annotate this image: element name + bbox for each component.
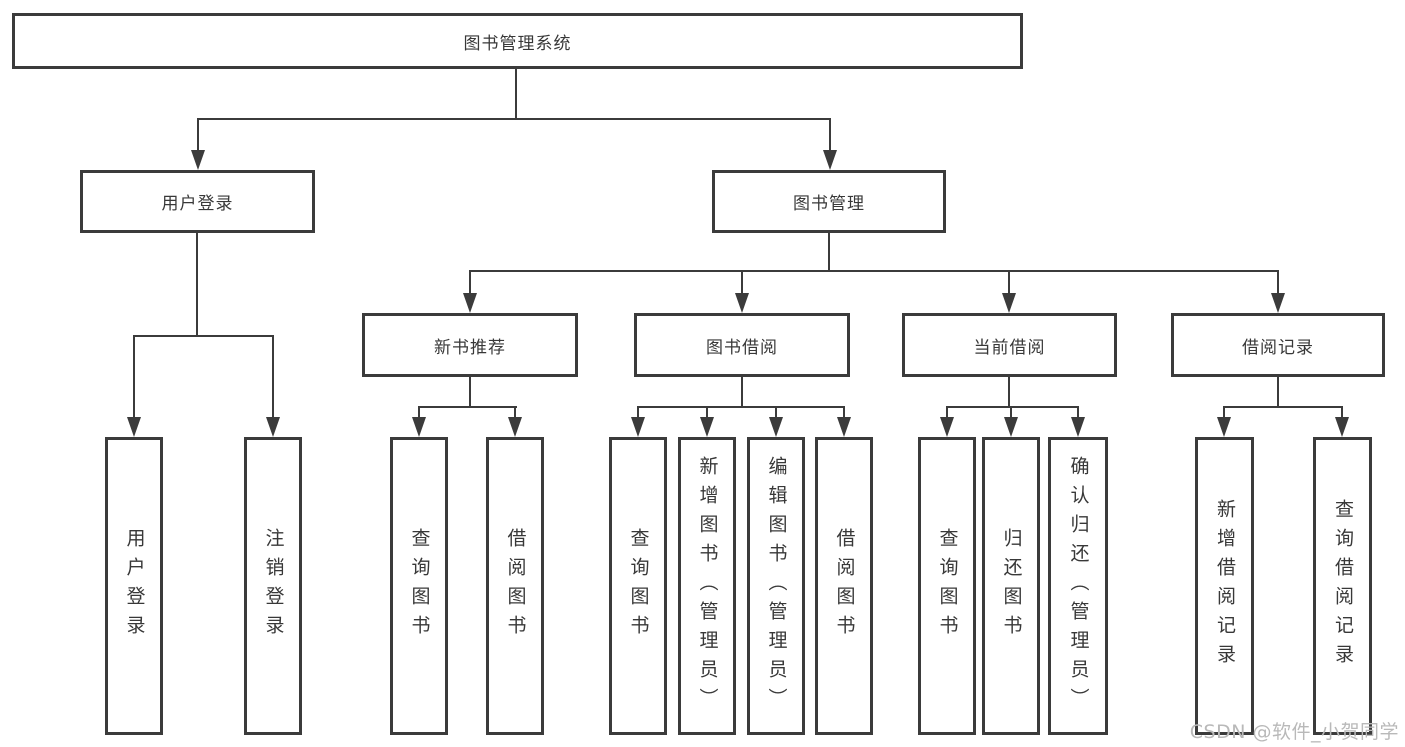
connector-line (418, 406, 517, 408)
connector-line (272, 335, 274, 419)
csdn-watermark: CSDN @软件_小贺同学 (1189, 721, 1399, 743)
node-label: 查询图书 (408, 528, 431, 644)
connector-line (469, 270, 471, 295)
node-label: 归还图书 (1000, 528, 1023, 644)
connector-line (514, 406, 516, 419)
connector-line (1341, 406, 1343, 419)
leaf-logout: 注销登录 (244, 437, 302, 735)
connector-line (741, 270, 743, 295)
node-label: 新书推荐 (434, 337, 506, 358)
arrow-down-icon (191, 150, 205, 170)
connector-line (515, 68, 517, 120)
connector-line (946, 406, 1079, 408)
arrow-down-icon (1002, 293, 1016, 313)
connector-line (133, 335, 274, 337)
arrow-down-icon (1271, 293, 1285, 313)
node-label: 图书管理系统 (463, 33, 572, 54)
node-label: 新增图书（管理员） (696, 455, 719, 717)
node-label: 当前借阅 (973, 337, 1046, 358)
leaf-confirm-return-admin: 确认归还（管理员） (1048, 437, 1108, 735)
connector-line (197, 118, 199, 152)
node-label: 编辑图书（管理员） (765, 455, 788, 717)
leaf-borrow-books: 借阅图书 (815, 437, 873, 735)
connector-line (946, 406, 948, 419)
node-current-borrowing: 当前借阅 (902, 313, 1117, 377)
connector-line (1077, 406, 1079, 419)
leaf-add-books-admin: 新增图书（管理员） (678, 437, 736, 735)
arrow-down-icon (412, 417, 426, 437)
leaf-recommend-query-books: 查询图书 (390, 437, 448, 735)
connector-line (469, 270, 1279, 272)
connector-line (1223, 406, 1343, 408)
node-label: 查询借阅记录 (1332, 499, 1354, 673)
connector-line (706, 406, 708, 419)
connector-line (828, 233, 830, 272)
leaf-borrow-query-books: 查询图书 (609, 437, 667, 735)
arrow-down-icon (508, 417, 522, 437)
node-label: 用户登录 (123, 528, 146, 644)
leaf-add-borrow-record: 新增借阅记录 (1195, 437, 1254, 735)
node-book-borrowing: 图书借阅 (634, 313, 850, 377)
node-label: 用户登录 (161, 194, 234, 214)
leaf-query-borrow-record: 查询借阅记录 (1313, 437, 1372, 735)
arrow-down-icon (837, 417, 851, 437)
node-label: 图书管理 (793, 194, 865, 214)
arrow-down-icon (1335, 417, 1349, 437)
connector-line (197, 118, 831, 120)
node-label: 注销登录 (262, 528, 285, 644)
node-label: 查询图书 (936, 528, 959, 644)
arrow-down-icon (940, 417, 954, 437)
leaf-current-query-books: 查询图书 (918, 437, 976, 735)
node-label: 查询图书 (627, 528, 650, 644)
connector-line (1277, 377, 1279, 408)
leaf-recommend-borrow-books: 借阅图书 (486, 437, 544, 735)
arrow-down-icon (463, 293, 477, 313)
arrow-down-icon (631, 417, 645, 437)
node-user-login: 用户登录 (80, 170, 315, 233)
connector-line (1223, 406, 1225, 419)
node-book-management: 图书管理 (712, 170, 946, 233)
connector-line (775, 406, 777, 419)
arrow-down-icon (1217, 417, 1231, 437)
connector-line (1008, 270, 1010, 295)
node-borrowing-records: 借阅记录 (1171, 313, 1385, 377)
connector-line (843, 406, 845, 419)
connector-line (469, 377, 471, 408)
node-label: 借阅图书 (504, 528, 527, 644)
arrow-down-icon (735, 293, 749, 313)
arrow-down-icon (769, 417, 783, 437)
node-label: 借阅图书 (833, 528, 856, 644)
connector-line (133, 335, 135, 419)
node-library-management-system: 图书管理系统 (12, 13, 1023, 69)
connector-line (741, 377, 743, 408)
node-label: 图书借阅 (706, 337, 778, 358)
connector-line (637, 406, 845, 408)
arrow-down-icon (266, 417, 280, 437)
leaf-user-login: 用户登录 (105, 437, 163, 735)
leaf-edit-books-admin: 编辑图书（管理员） (747, 437, 805, 735)
node-label: 确认归还（管理员） (1067, 455, 1090, 717)
node-label: 新增借阅记录 (1214, 499, 1236, 673)
arrow-down-icon (127, 417, 141, 437)
leaf-return-books: 归还图书 (982, 437, 1040, 735)
connector-line (829, 118, 831, 152)
arrow-down-icon (1071, 417, 1085, 437)
arrow-down-icon (823, 150, 837, 170)
connector-line (196, 233, 198, 337)
node-label: 借阅记录 (1242, 337, 1314, 358)
connector-line (1277, 270, 1279, 295)
connector-line (637, 406, 639, 419)
connector-line (418, 406, 420, 419)
connector-line (1008, 377, 1010, 408)
node-new-book-recommend: 新书推荐 (362, 313, 578, 377)
arrow-down-icon (700, 417, 714, 437)
arrow-down-icon (1004, 417, 1018, 437)
connector-line (1010, 406, 1012, 419)
